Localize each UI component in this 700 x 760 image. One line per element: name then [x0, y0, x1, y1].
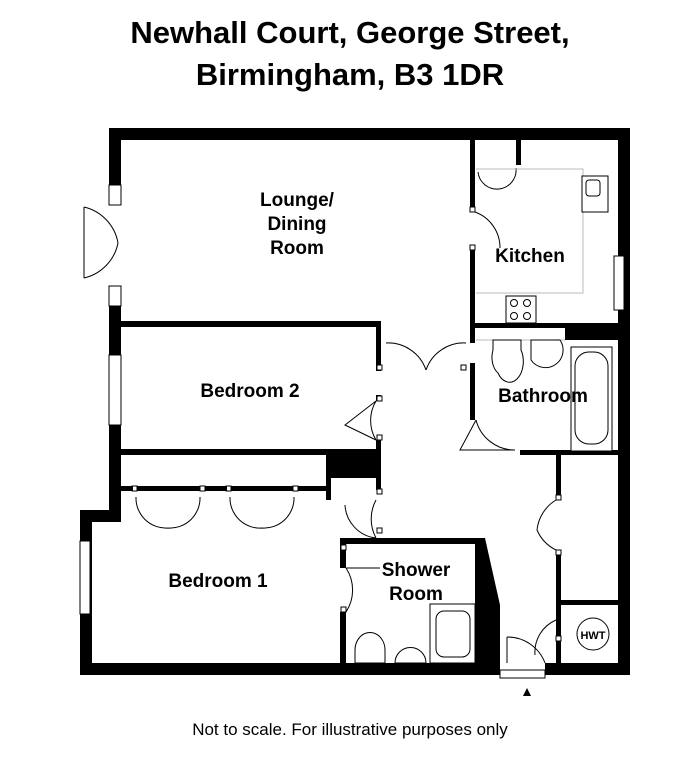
bedroom1-label: Bedroom 1	[168, 571, 268, 592]
french-doors	[83, 206, 119, 279]
plan-title-line2: Birmingham, B3 1DR	[195, 57, 505, 92]
shower-room-label-1: Shower	[382, 560, 451, 581]
shower-room-fixtures	[354, 603, 476, 664]
disclaimer-note: Not to scale. For illustrative purposes …	[192, 720, 508, 739]
entrance-arrow-icon	[523, 688, 531, 696]
shower-room-label-2: Room	[389, 584, 443, 605]
bathroom-label: Bathroom	[498, 386, 588, 407]
lounge-label-1: Lounge/	[260, 190, 335, 211]
lounge-label-2: Dining	[267, 214, 326, 235]
doors	[135, 167, 557, 696]
bathroom-fixtures	[476, 339, 613, 452]
door-jambs	[121, 206, 562, 642]
bedroom2-label: Bedroom 2	[200, 381, 299, 402]
kitchen-fixtures	[476, 168, 609, 324]
outer-walls	[80, 128, 630, 675]
kitchen-label: Kitchen	[495, 246, 565, 267]
hwt-cylinder: HWT	[576, 617, 610, 651]
interior-walls	[121, 140, 618, 670]
hwt-label: HWT	[580, 630, 605, 642]
lounge-label-3: Room	[270, 238, 324, 259]
plan-title: Newhall Court, George Street, Birmingham…	[0, 12, 700, 96]
windows	[79, 184, 625, 615]
plan-title-line1: Newhall Court, George Street,	[130, 15, 570, 50]
